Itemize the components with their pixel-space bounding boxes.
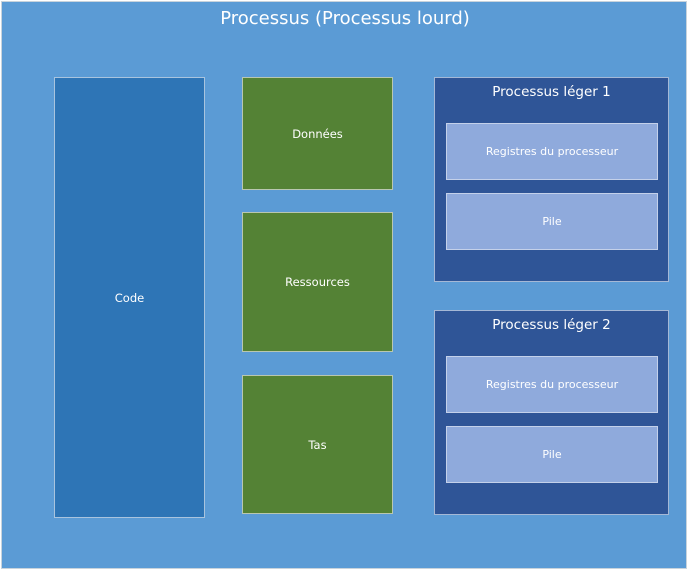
thread-1-registers-label: Registres du processeur <box>485 145 619 158</box>
code-label: Code <box>114 290 145 305</box>
thread-1-stack-label: Pile <box>542 215 562 228</box>
thread-2: Processus léger 2 Registres du processeu… <box>434 310 669 515</box>
thread-2-registers-label: Registres du processeur <box>485 378 619 391</box>
process-title: Processus (Processus lourd) <box>220 8 470 29</box>
resources-block: Ressources <box>242 212 393 352</box>
resources-label: Ressources <box>285 275 350 289</box>
thread-2-registers: Registres du processeur <box>446 356 658 413</box>
thread-2-stack-label: Pile <box>542 448 562 461</box>
thread-1: Processus léger 1 Registres du processeu… <box>434 77 669 282</box>
thread-2-title: Processus léger 2 <box>492 317 611 333</box>
data-label: Données <box>292 126 343 141</box>
heap-block: Tas <box>242 375 393 514</box>
data-block: Données <box>242 77 393 190</box>
heap-label: Tas <box>308 437 327 452</box>
thread-1-stack: Pile <box>446 193 658 250</box>
code-block: Code <box>54 77 205 518</box>
thread-1-title: Processus léger 1 <box>492 84 611 100</box>
thread-2-stack: Pile <box>446 426 658 483</box>
thread-1-registers: Registres du processeur <box>446 123 658 180</box>
